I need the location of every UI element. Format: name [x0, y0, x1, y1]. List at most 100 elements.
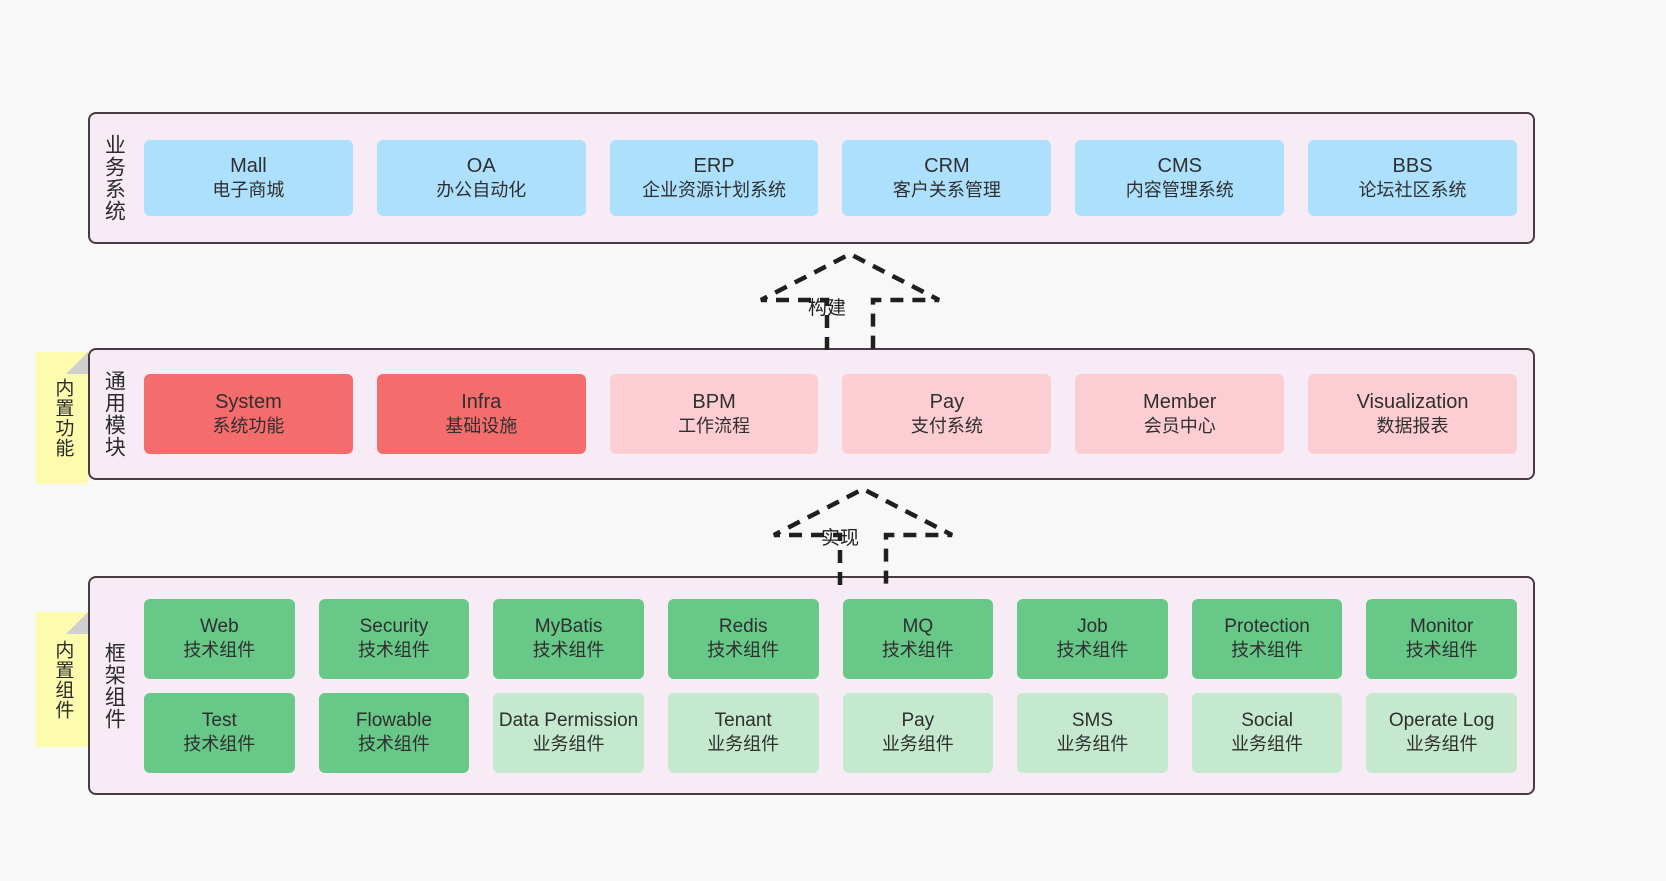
layer-body-common: System 系统功能 Infra 基础设施 BPM 工作流程 Pay 支付系统… — [136, 350, 1533, 478]
node-label-cn: 业务组件 — [1231, 734, 1304, 755]
node-mybatis[interactable]: MyBatis 技术组件 — [493, 598, 644, 679]
node-label-cn: 内容管理系统 — [1125, 180, 1234, 201]
node-label-en: Job — [1077, 615, 1108, 637]
node-bbs[interactable]: BBS 论坛社区系统 — [1308, 140, 1517, 216]
node-job[interactable]: Job 技术组件 — [1017, 598, 1168, 679]
layer-business-systems[interactable]: 业务系统 Mall 电子商城 OA 办公自动化 ERP 企业资源计划系统 CRM… — [88, 112, 1535, 244]
node-label-en: Operate Log — [1388, 709, 1495, 731]
node-label-en: Web — [199, 615, 239, 637]
node-mq[interactable]: MQ 技术组件 — [842, 598, 994, 679]
node-label-cn: 业务组件 — [1056, 734, 1129, 755]
layer-body-framework: Web 技术组件 Security 技术组件 MyBatis 技术组件 Redi… — [136, 578, 1533, 793]
node-label-cn: 业务组件 — [881, 734, 954, 755]
node-label-en: ERP — [693, 154, 735, 177]
node-label-cn: 系统功能 — [212, 416, 285, 437]
node-label-en: Flowable — [355, 709, 432, 731]
layer-body-business: Mall 电子商城 OA 办公自动化 ERP 企业资源计划系统 CRM 客户关系… — [136, 114, 1533, 242]
node-label-en: Pay — [901, 709, 935, 731]
node-label-en: CMS — [1157, 154, 1202, 177]
node-redis[interactable]: Redis 技术组件 — [667, 598, 819, 679]
node-pay[interactable]: Pay 支付系统 — [842, 374, 1052, 454]
node-oa[interactable]: OA 办公自动化 — [376, 140, 586, 216]
node-tenant[interactable]: Tenant 业务组件 — [667, 692, 819, 773]
node-label-en: Protection — [1224, 615, 1310, 637]
arrow-implement-icon — [748, 486, 978, 587]
node-pay-component[interactable]: Pay 业务组件 — [842, 692, 994, 773]
node-label-cn: 业务组件 — [1405, 734, 1478, 755]
node-label-cn: 企业资源计划系统 — [642, 180, 787, 201]
arrow-build-label: 构建 — [808, 298, 847, 319]
layer-row: Test 技术组件 Flowable 技术组件 Data Permission … — [144, 692, 1517, 773]
node-operate-log[interactable]: Operate Log 业务组件 — [1366, 692, 1517, 773]
node-label-cn: 工作流程 — [678, 416, 751, 437]
node-label-en: BBS — [1392, 154, 1433, 177]
node-cms[interactable]: CMS 内容管理系统 — [1075, 140, 1285, 216]
node-label-cn: 客户关系管理 — [892, 180, 1001, 201]
node-label-cn: 办公自动化 — [436, 180, 527, 201]
layer-row: System 系统功能 Infra 基础设施 BPM 工作流程 Pay 支付系统… — [144, 374, 1517, 454]
node-label-cn: 业务组件 — [532, 734, 605, 755]
node-label-cn: 技术组件 — [1231, 640, 1304, 661]
node-test[interactable]: Test 技术组件 — [144, 692, 295, 773]
node-label-cn: 技术组件 — [707, 640, 780, 661]
node-label-cn: 技术组件 — [532, 640, 605, 661]
node-member[interactable]: Member 会员中心 — [1075, 374, 1285, 454]
node-label-en: Member — [1143, 390, 1217, 413]
node-label-cn: 技术组件 — [1405, 640, 1478, 661]
node-social[interactable]: Social 业务组件 — [1191, 692, 1343, 773]
node-label-en: Monitor — [1410, 615, 1474, 637]
node-label-cn: 电子商城 — [212, 180, 285, 201]
node-label-cn: 技术组件 — [1056, 640, 1129, 661]
node-bpm[interactable]: BPM 工作流程 — [609, 374, 819, 454]
node-label-cn: 会员中心 — [1143, 416, 1216, 437]
node-label-en: CRM — [924, 154, 970, 177]
node-label-cn: 技术组件 — [357, 734, 430, 755]
node-label-cn: 支付系统 — [910, 416, 983, 437]
node-system[interactable]: System 系统功能 — [144, 374, 353, 454]
node-label-cn: 技术组件 — [357, 640, 430, 661]
note-label: 内置组件 — [52, 639, 74, 720]
node-visualization[interactable]: Visualization 数据报表 — [1308, 374, 1517, 454]
node-web[interactable]: Web 技术组件 — [144, 598, 295, 679]
layer-row: Web 技术组件 Security 技术组件 MyBatis 技术组件 Redi… — [144, 598, 1517, 679]
node-security[interactable]: Security 技术组件 — [318, 598, 470, 679]
node-label-cn: 业务组件 — [707, 734, 780, 755]
node-label-en: Infra — [461, 390, 502, 413]
node-monitor[interactable]: Monitor 技术组件 — [1366, 598, 1517, 679]
node-label-en: MQ — [902, 615, 934, 637]
layer-common-modules[interactable]: 通用模块 System 系统功能 Infra 基础设施 BPM 工作流程 Pay… — [88, 348, 1535, 480]
node-label-en: Security — [359, 615, 429, 637]
node-label-en: Social — [1241, 709, 1293, 731]
node-label-en: SMS — [1071, 709, 1114, 731]
node-flowable[interactable]: Flowable 技术组件 — [318, 692, 470, 773]
node-label-cn: 基础设施 — [445, 416, 518, 437]
node-label-cn: 论坛社区系统 — [1358, 180, 1467, 201]
node-erp[interactable]: ERP 企业资源计划系统 — [609, 140, 819, 216]
layer-title-business: 业务系统 — [102, 134, 126, 222]
layer-row: Mall 电子商城 OA 办公自动化 ERP 企业资源计划系统 CRM 客户关系… — [144, 140, 1517, 216]
note-label: 内置功能 — [52, 378, 74, 458]
node-label-en: OA — [466, 154, 496, 177]
node-label-en: Redis — [718, 615, 768, 637]
node-label-en: Visualization — [1356, 390, 1469, 413]
node-crm[interactable]: CRM 客户关系管理 — [842, 140, 1052, 216]
node-label-cn: 技术组件 — [183, 734, 256, 755]
node-sms[interactable]: SMS 业务组件 — [1017, 692, 1168, 773]
arrow-build-icon — [735, 251, 965, 352]
node-label-en: Test — [201, 709, 237, 731]
node-label-cn: 数据报表 — [1376, 416, 1449, 437]
note-builtin-functions: 内置功能 — [36, 352, 88, 484]
node-label-en: Pay — [929, 390, 965, 413]
node-label-en: System — [215, 390, 282, 413]
layer-framework-components[interactable]: 框架组件 Web 技术组件 Security 技术组件 MyBatis 技术组件… — [88, 576, 1535, 795]
node-label-en: Mall — [230, 154, 267, 177]
node-protection[interactable]: Protection 技术组件 — [1191, 598, 1343, 679]
node-label-en: Data Permission — [498, 709, 639, 731]
node-infra[interactable]: Infra 基础设施 — [376, 374, 586, 454]
node-mall[interactable]: Mall 电子商城 — [144, 140, 353, 216]
node-label-en: BPM — [692, 390, 736, 413]
layer-title-common: 通用模块 — [102, 370, 126, 458]
node-data-permission[interactable]: Data Permission 业务组件 — [493, 692, 644, 773]
node-label-en: Tenant — [714, 709, 772, 731]
